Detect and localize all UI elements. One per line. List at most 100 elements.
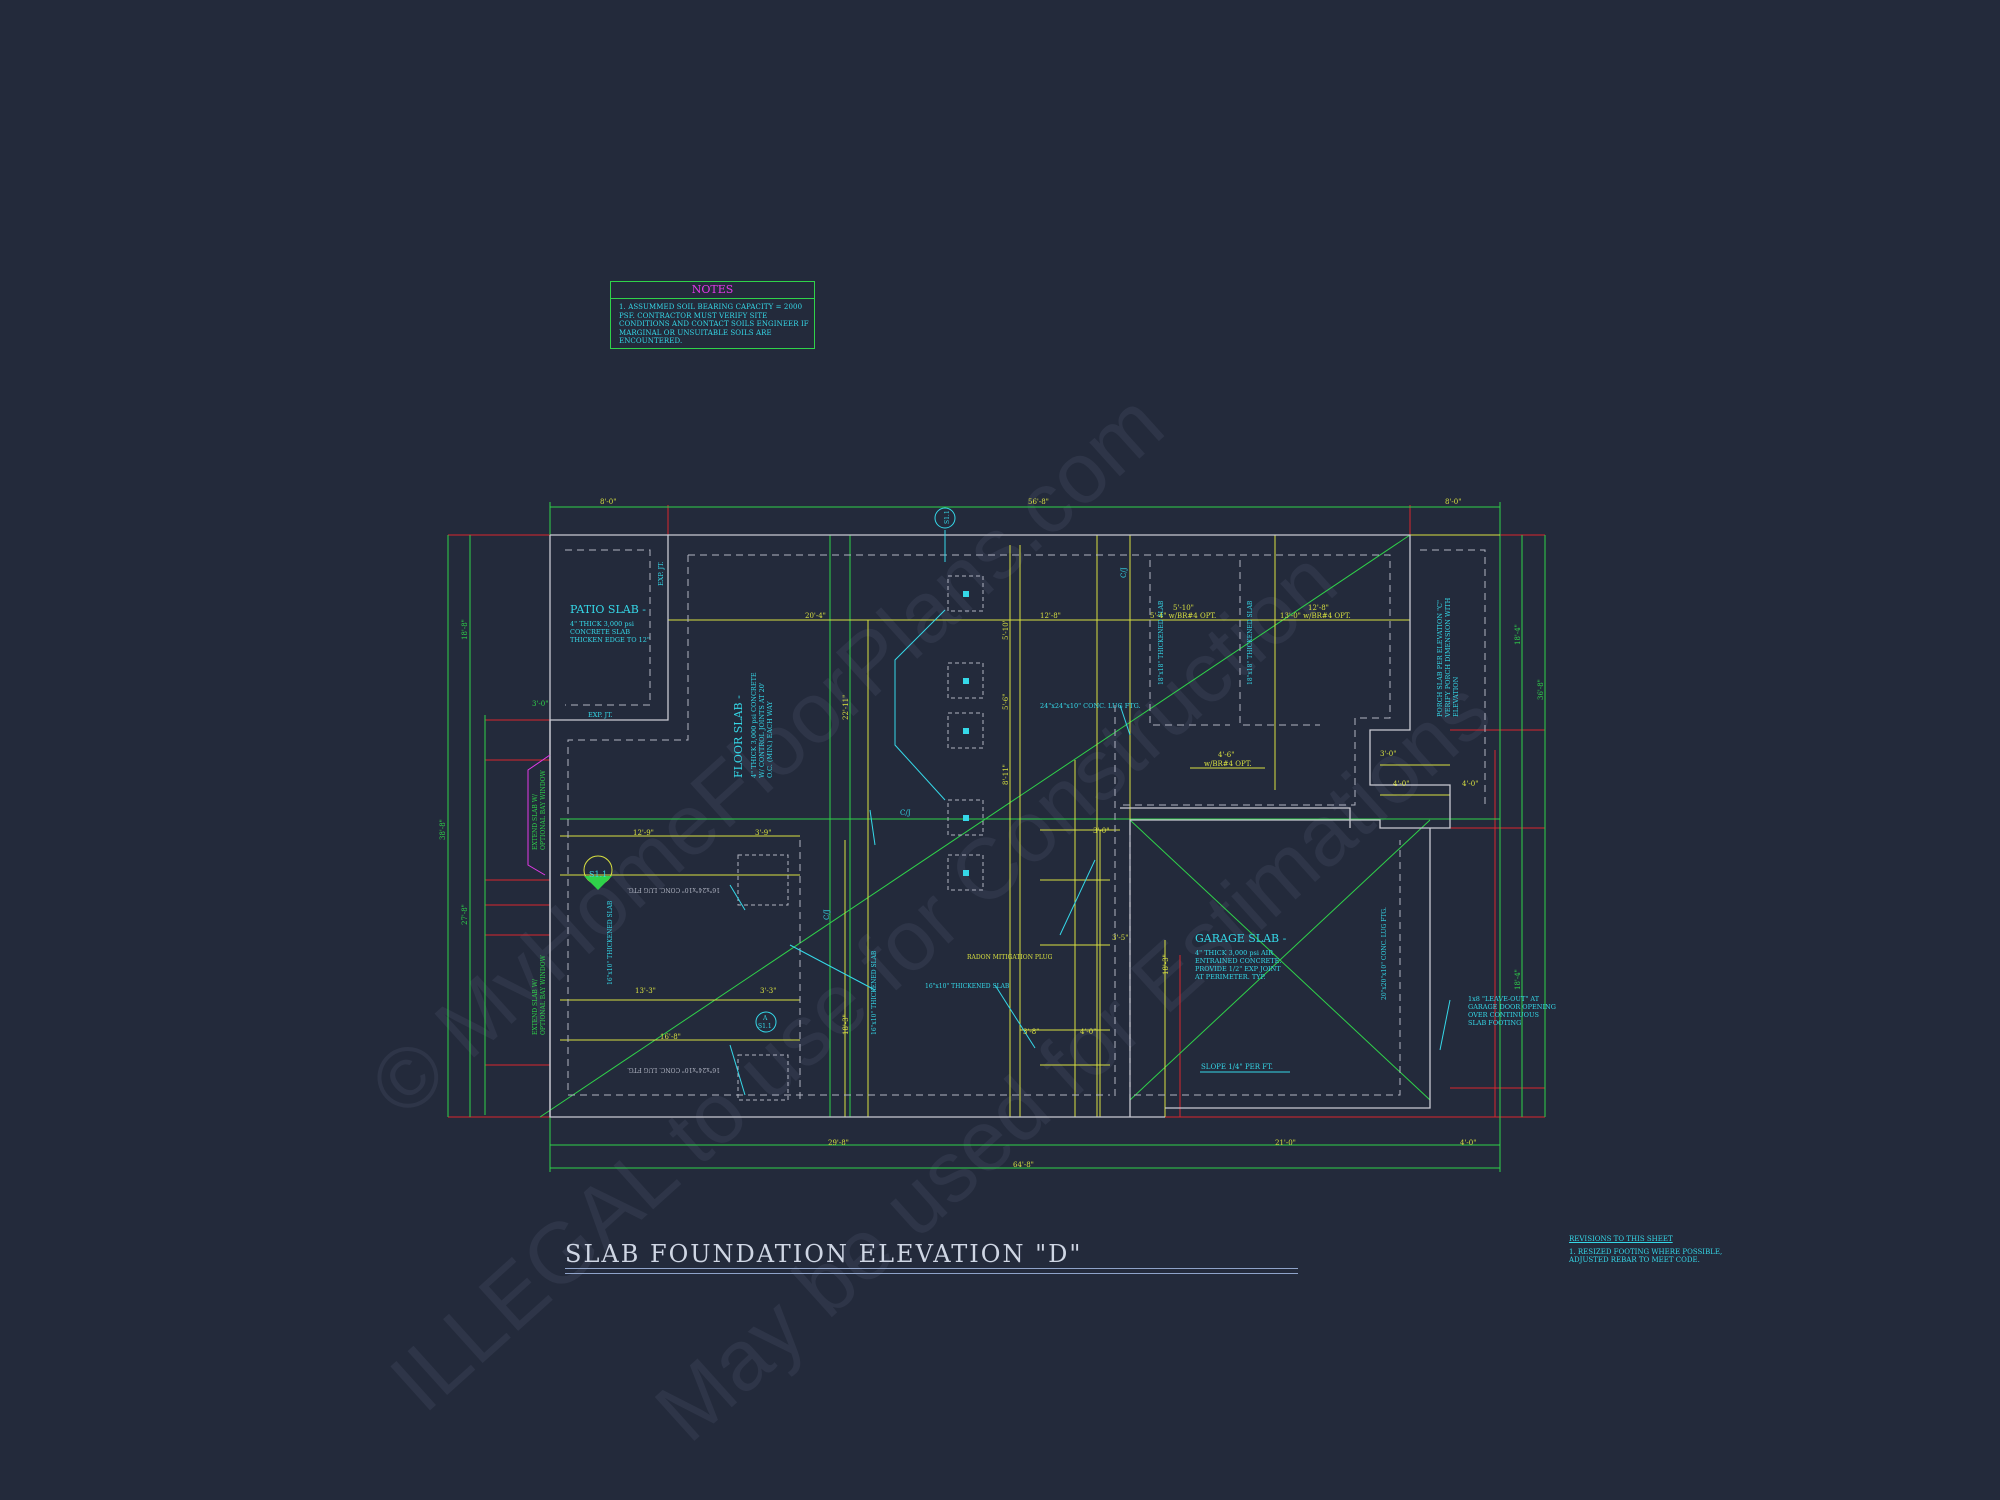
slope-label: SLOPE 1/4" PER FT. xyxy=(1201,1063,1273,1071)
dim-top-left: 8'-0" xyxy=(600,498,616,506)
floor-slab-label: FLOOR SLAB - xyxy=(732,695,745,778)
bay-note-2b: OPTIONAL BAY WINDOW xyxy=(540,954,547,1035)
section-tag-s11: S1.1 xyxy=(589,870,607,879)
patio-note-1: 4" THICK 3,000 psi xyxy=(570,620,634,628)
notes-box: NOTES 1. ASSUMMED SOIL BEARING CAPACITY … xyxy=(610,281,815,349)
green-dimension-lines xyxy=(447,502,1546,1172)
section-tag-a: A xyxy=(762,1015,768,1022)
revisions-block: REVISIONS TO THIS SHEET 1. RESIZED FOOTI… xyxy=(1569,1235,1769,1264)
patio-note-3: THICKEN EDGE TO 12" xyxy=(570,636,650,644)
footing-note-24: 24"x24"x10" CONC. LUG FTG. xyxy=(1040,702,1141,710)
revisions-item-1: 1. RESIZED FOOTING WHERE POSSIBLE, ADJUS… xyxy=(1569,1248,1723,1264)
footing-note-mirror-1: 16"x24"x10" CONC. LUG FTG. xyxy=(627,886,720,893)
dim-bottom-3: 4'-0" xyxy=(1460,1139,1476,1147)
dim-v-2: 18'-3" xyxy=(842,1014,850,1035)
porch-note-1: PORCH SLAB PER ELEVATION "C" xyxy=(1436,600,1444,717)
leader-lines xyxy=(729,530,1451,1096)
floor-note-2: W/ CONTROL JOINTS AT 20' xyxy=(758,682,766,778)
garage-note-4: AT PERIMETER. TYP. xyxy=(1194,973,1266,981)
slab-outline xyxy=(549,534,1451,1118)
footing-note-20: 20"x20"x10" CONC. LUG FTG. xyxy=(1381,907,1388,1000)
footing-note-thick-1: 16"x10" THICKENED SLAB xyxy=(925,983,1010,990)
revisions-title: REVISIONS TO THIS SHEET xyxy=(1569,1235,1673,1243)
dim-inner-5: 12'-9" xyxy=(633,829,654,837)
porch-note-3: ELEVATION xyxy=(1452,676,1460,717)
dim-right-b: 18'-4" xyxy=(1514,969,1522,990)
dim-v-1: 22'-11" xyxy=(842,695,850,720)
dim-left-total: 38'-8" xyxy=(439,819,447,840)
section-tag-s11-b: S1.1 xyxy=(758,1023,772,1030)
patio-slab-label: PATIO SLAB - xyxy=(570,603,646,616)
porch-note-2: VERIFY PORCH DIMENSION WITH xyxy=(1444,597,1452,718)
exp-joint-label-2: EXP. JT. xyxy=(657,561,665,586)
bay-note-1b: OPTIONAL BAY WINDOW xyxy=(540,769,547,850)
garage-note-2: ENTRAINED CONCRETE. xyxy=(1195,957,1281,965)
dim-inner-2: 12'-8" xyxy=(1040,612,1061,620)
dim-opt-1b: 4'-0" xyxy=(1393,780,1409,788)
pier-marks xyxy=(963,591,969,876)
leave-out-note-1: 1x8 "LEAVE-OUT" AT xyxy=(1468,995,1540,1003)
dim-v-6: 5'-6" xyxy=(1002,694,1010,710)
garage-slab-label: GARAGE SLAB - xyxy=(1195,932,1287,945)
dim-inner-16: 3'-5" xyxy=(1112,934,1128,942)
dim-inner-14: 3'-8" xyxy=(1023,1028,1039,1036)
dim-top-mid: 56'-8" xyxy=(1028,498,1049,506)
dim-inner-4: 12'-8" xyxy=(1308,604,1329,612)
leave-out-note-2: GARAGE DOOR OPENING xyxy=(1468,1003,1556,1011)
dim-inner-7: 13'-3" xyxy=(635,987,656,995)
dim-inner-s: 3'-0" xyxy=(532,700,548,708)
sheet-title-underline xyxy=(565,1268,1298,1274)
footing-note-18-1: 18"x18" THICKENED SLAB xyxy=(1158,600,1165,685)
dim-inner-13: 4'-0" xyxy=(1462,780,1478,788)
dim-inner-1: 20'-4" xyxy=(805,612,826,620)
dim-inner-8: 3'-3" xyxy=(760,987,776,995)
notes-item-1: 1. ASSUMMED SOIL BEARING CAPACITY = 2000… xyxy=(619,303,809,346)
bay-note-2a: EXTEND SLAB W/ xyxy=(532,978,539,1035)
bay-window-lines xyxy=(527,754,551,876)
dim-opt-3: w/BR#4 OPT. xyxy=(1204,760,1252,768)
patio-note-2: CONCRETE SLAB xyxy=(570,628,630,636)
dim-v-5: 8'-11" xyxy=(1002,764,1010,785)
red-grid-lines xyxy=(448,505,1545,1118)
dim-right-a: 18'-4" xyxy=(1514,624,1522,645)
footing-note-18-2: 18"x18" THICKENED SLAB xyxy=(1247,600,1254,685)
dim-left-a: 18'-8" xyxy=(461,619,469,640)
dim-v-4: 5'-10" xyxy=(1002,619,1010,640)
control-joint-1: C/J xyxy=(900,809,911,817)
dim-left-b: 27'-8" xyxy=(461,904,469,925)
garage-note-1: 4" THICK 3,000 psi AIR xyxy=(1195,949,1274,957)
footing-note-mirror-2: 16"x24"x10" CONC. LUG FTG. xyxy=(627,1066,720,1073)
dim-bottom-1: 29'-8" xyxy=(828,1139,849,1147)
dim-inner-3: 5'-10" xyxy=(1173,604,1194,612)
pier-footings xyxy=(737,575,984,1101)
dim-inner-11: 3'-0" xyxy=(1093,827,1109,835)
floor-note-3: O.C. (MIN.) EACH WAY xyxy=(766,700,774,778)
dim-inner-15: 4'-0" xyxy=(1080,1028,1096,1036)
control-joint-3: C/J xyxy=(823,909,831,920)
dim-v-3: 18'-3" xyxy=(1162,954,1170,975)
footing-note-thick-3: 16"x10" THICKENED SLAB xyxy=(871,950,878,1035)
notes-title: NOTES xyxy=(611,282,814,299)
dim-bottom-2: 21'-0" xyxy=(1275,1139,1296,1147)
control-joint-2: C/J xyxy=(1120,567,1128,578)
garage-note-3: PROVIDE 1/2" EXP JOINT xyxy=(1195,965,1281,973)
dim-opt-1: 5'-4" w/BR#4 OPT. xyxy=(1150,612,1216,620)
dim-inner-9: 16'-8" xyxy=(660,1033,681,1041)
leave-out-note-4: SLAB FOOTING xyxy=(1468,1019,1521,1027)
dim-bottom-total: 64'-8" xyxy=(1013,1161,1034,1169)
sheet-title: SLAB FOUNDATION ELEVATION "D" xyxy=(565,1240,1083,1268)
radon-label: RADON MITIGATION PLUG xyxy=(967,954,1053,961)
dim-inner-6: 3'-9" xyxy=(755,829,771,837)
floor-note-1: 4" THICK 3,000 psi CONCRETE xyxy=(750,672,758,778)
section-tags xyxy=(583,507,956,1033)
footing-note-thick-2: 16"x10" THICKENED SLAB xyxy=(607,900,614,985)
dim-inner-12: 3'-0" xyxy=(1380,750,1396,758)
hidden-footing-lines xyxy=(565,549,1486,1100)
bay-note-1a: EXTEND SLAB W/ xyxy=(532,793,539,850)
dim-opt-2: 13'-0" w/BR#4 OPT. xyxy=(1280,612,1351,620)
dim-top-right: 8'-0" xyxy=(1445,498,1461,506)
leave-out-note-3: OVER CONTINUOUS xyxy=(1468,1011,1539,1019)
dim-right-total: 36'-8" xyxy=(1537,679,1545,700)
section-tag-top: S1.1 xyxy=(944,510,951,524)
